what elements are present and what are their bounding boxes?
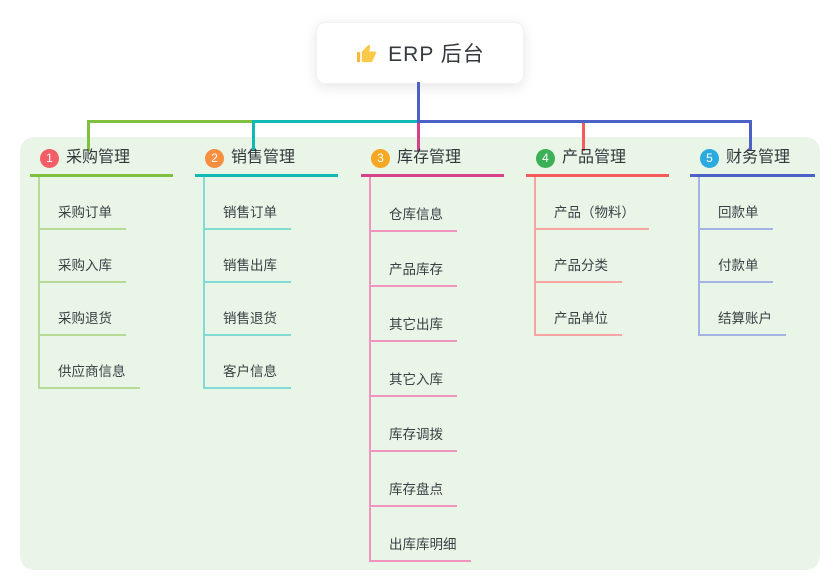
node-row: 其它出库	[369, 287, 471, 342]
branch-product-children: 产品（物料） 产品分类 产品单位	[534, 177, 649, 336]
node-product-category[interactable]: 产品分类	[534, 257, 622, 283]
node-row: 销售出库	[203, 230, 291, 283]
node-row: 销售订单	[203, 177, 291, 230]
node-stock-transfer[interactable]: 库存调拨	[369, 426, 457, 452]
node-product-stock[interactable]: 产品库存	[369, 261, 457, 287]
node-row: 回款单	[698, 177, 786, 230]
node-supplier-info[interactable]: 供应商信息	[38, 363, 140, 389]
node-row: 库存盘点	[369, 452, 471, 507]
node-row: 供应商信息	[38, 336, 140, 389]
node-product-unit[interactable]: 产品单位	[534, 310, 622, 336]
node-row: 其它入库	[369, 342, 471, 397]
node-row: 付款单	[698, 230, 786, 283]
node-sales-outbound[interactable]: 销售出库	[203, 257, 291, 283]
node-receipt-bill[interactable]: 回款单	[698, 204, 773, 230]
node-row: 结算账户	[698, 283, 786, 336]
node-row: 采购订单	[38, 177, 140, 230]
badge-2: 2	[205, 148, 224, 168]
connector-drop-inventory	[417, 123, 420, 151]
node-row: 销售退货	[203, 283, 291, 336]
branch-finance-header[interactable]: 5 财务管理	[690, 147, 816, 177]
branch-purchase-children: 采购订单 采购入库 采购退货 供应商信息	[38, 177, 140, 389]
node-row: 采购入库	[38, 230, 140, 283]
branch-inventory-children: 仓库信息 产品库存 其它出库 其它入库 库存调拨 库存盘点 出库库明细	[369, 177, 471, 562]
node-product-material[interactable]: 产品（物料）	[534, 204, 649, 230]
branch-purchase: 1 采购管理 采购订单 采购入库 采购退货 供应商信息	[30, 147, 174, 389]
root-node[interactable]: ERP 后台	[316, 22, 524, 84]
node-other-inbound[interactable]: 其它入库	[369, 371, 457, 397]
node-row: 库存调拨	[369, 397, 471, 452]
badge-1: 1	[40, 148, 59, 168]
node-purchase-return[interactable]: 采购退货	[38, 310, 126, 336]
connector-drop-finance	[749, 120, 752, 151]
branch-purchase-header[interactable]: 1 采购管理	[30, 147, 174, 177]
branch-sales: 2 销售管理 销售订单 销售出库 销售退货 客户信息	[195, 147, 339, 389]
branch-product-header[interactable]: 4 产品管理	[526, 147, 670, 177]
branches-panel	[20, 137, 820, 570]
connector-rail-sales	[252, 120, 420, 123]
root-label: ERP 后台	[388, 43, 485, 66]
node-row: 产品分类	[534, 230, 649, 283]
branch-sales-children: 销售订单 销售出库 销售退货 客户信息	[203, 177, 291, 389]
node-customer-info[interactable]: 客户信息	[203, 363, 291, 389]
branch-inventory: 3 库存管理 仓库信息 产品库存 其它出库 其它入库 库存调拨 库存盘点 出库库…	[361, 147, 505, 562]
connector-rail-finance	[417, 120, 752, 123]
branch-sales-label: 销售管理	[231, 149, 296, 166]
node-row: 产品库存	[369, 232, 471, 287]
node-settlement-account[interactable]: 结算账户	[698, 310, 786, 336]
branch-finance: 5 财务管理 回款单 付款单 结算账户	[690, 147, 816, 336]
connector-drop-product	[582, 123, 585, 151]
node-row: 采购退货	[38, 283, 140, 336]
node-stock-take[interactable]: 库存盘点	[369, 481, 457, 507]
node-sales-return[interactable]: 销售退货	[203, 310, 291, 336]
connector-root-vertical	[417, 82, 420, 123]
branch-inventory-header[interactable]: 3 库存管理	[361, 147, 505, 177]
thumbs-up-icon	[355, 42, 378, 65]
badge-4: 4	[536, 148, 555, 168]
node-row: 仓库信息	[369, 177, 471, 232]
branch-product: 4 产品管理 产品（物料） 产品分类 产品单位	[526, 147, 670, 336]
node-payment-bill[interactable]: 付款单	[698, 257, 773, 283]
node-row: 产品（物料）	[534, 177, 649, 230]
branch-sales-header[interactable]: 2 销售管理	[195, 147, 339, 177]
branch-product-label: 产品管理	[562, 149, 627, 166]
node-sales-order[interactable]: 销售订单	[203, 204, 291, 230]
node-row: 产品单位	[534, 283, 649, 336]
branch-finance-children: 回款单 付款单 结算账户	[698, 177, 786, 336]
node-purchase-order[interactable]: 采购订单	[38, 204, 126, 230]
node-warehouse-info[interactable]: 仓库信息	[369, 206, 457, 232]
badge-5: 5	[700, 148, 719, 168]
node-outbound-detail[interactable]: 出库库明细	[369, 536, 471, 562]
node-row: 出库库明细	[369, 507, 471, 562]
connector-drop-purchase	[87, 120, 90, 151]
connector-drop-sales	[252, 120, 255, 151]
branch-finance-label: 财务管理	[726, 149, 791, 166]
badge-3: 3	[371, 148, 390, 168]
branch-inventory-label: 库存管理	[397, 149, 462, 166]
node-other-outbound[interactable]: 其它出库	[369, 316, 457, 342]
branch-purchase-label: 采购管理	[66, 149, 131, 166]
node-purchase-inbound[interactable]: 采购入库	[38, 257, 126, 283]
node-row: 客户信息	[203, 336, 291, 389]
